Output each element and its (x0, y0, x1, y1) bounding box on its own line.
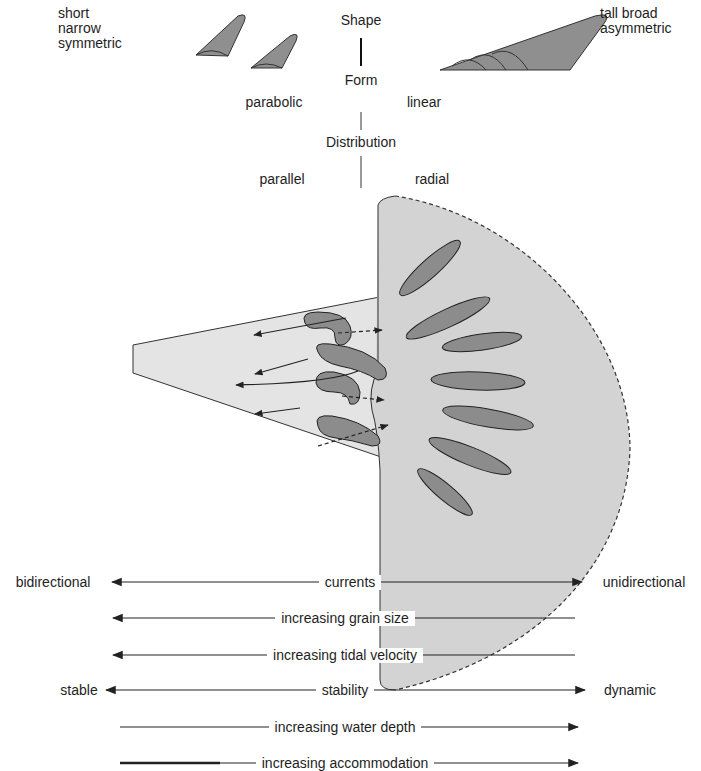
shape-label: short narrow symmetric (58, 6, 122, 51)
radial-ridge (394, 235, 535, 521)
estuary-funnel (133, 295, 390, 460)
end-label: unidirectional (603, 575, 686, 590)
ridge-profile (196, 15, 607, 70)
fan-edge (395, 196, 630, 690)
axis-label: currents (319, 575, 382, 590)
parabolic-ridge (304, 312, 387, 446)
gradient-arrow (106, 582, 585, 763)
axis-label: increasing grain size (275, 611, 415, 626)
end-label: stable (60, 683, 97, 698)
end-label: dynamic (604, 683, 656, 698)
axis-label: increasing water depth (269, 720, 422, 735)
axis-label: increasing tidal velocity (267, 648, 423, 663)
axis-heading: Shape (341, 13, 381, 28)
distribution-label: radial (415, 172, 449, 187)
axis-heading: Form (345, 73, 378, 88)
axis-line (361, 38, 362, 188)
axis-label: increasing accommodation (256, 756, 435, 771)
flow-arrow (236, 318, 388, 446)
shape-label: tall broad asymmetric (600, 6, 672, 36)
form-label: linear (407, 95, 441, 110)
distribution-label: parallel (259, 172, 304, 187)
form-label: parabolic (246, 95, 303, 110)
axis-label: stability (316, 683, 375, 698)
end-label: bidirectional (16, 575, 91, 590)
axis-heading: Distribution (326, 135, 396, 150)
